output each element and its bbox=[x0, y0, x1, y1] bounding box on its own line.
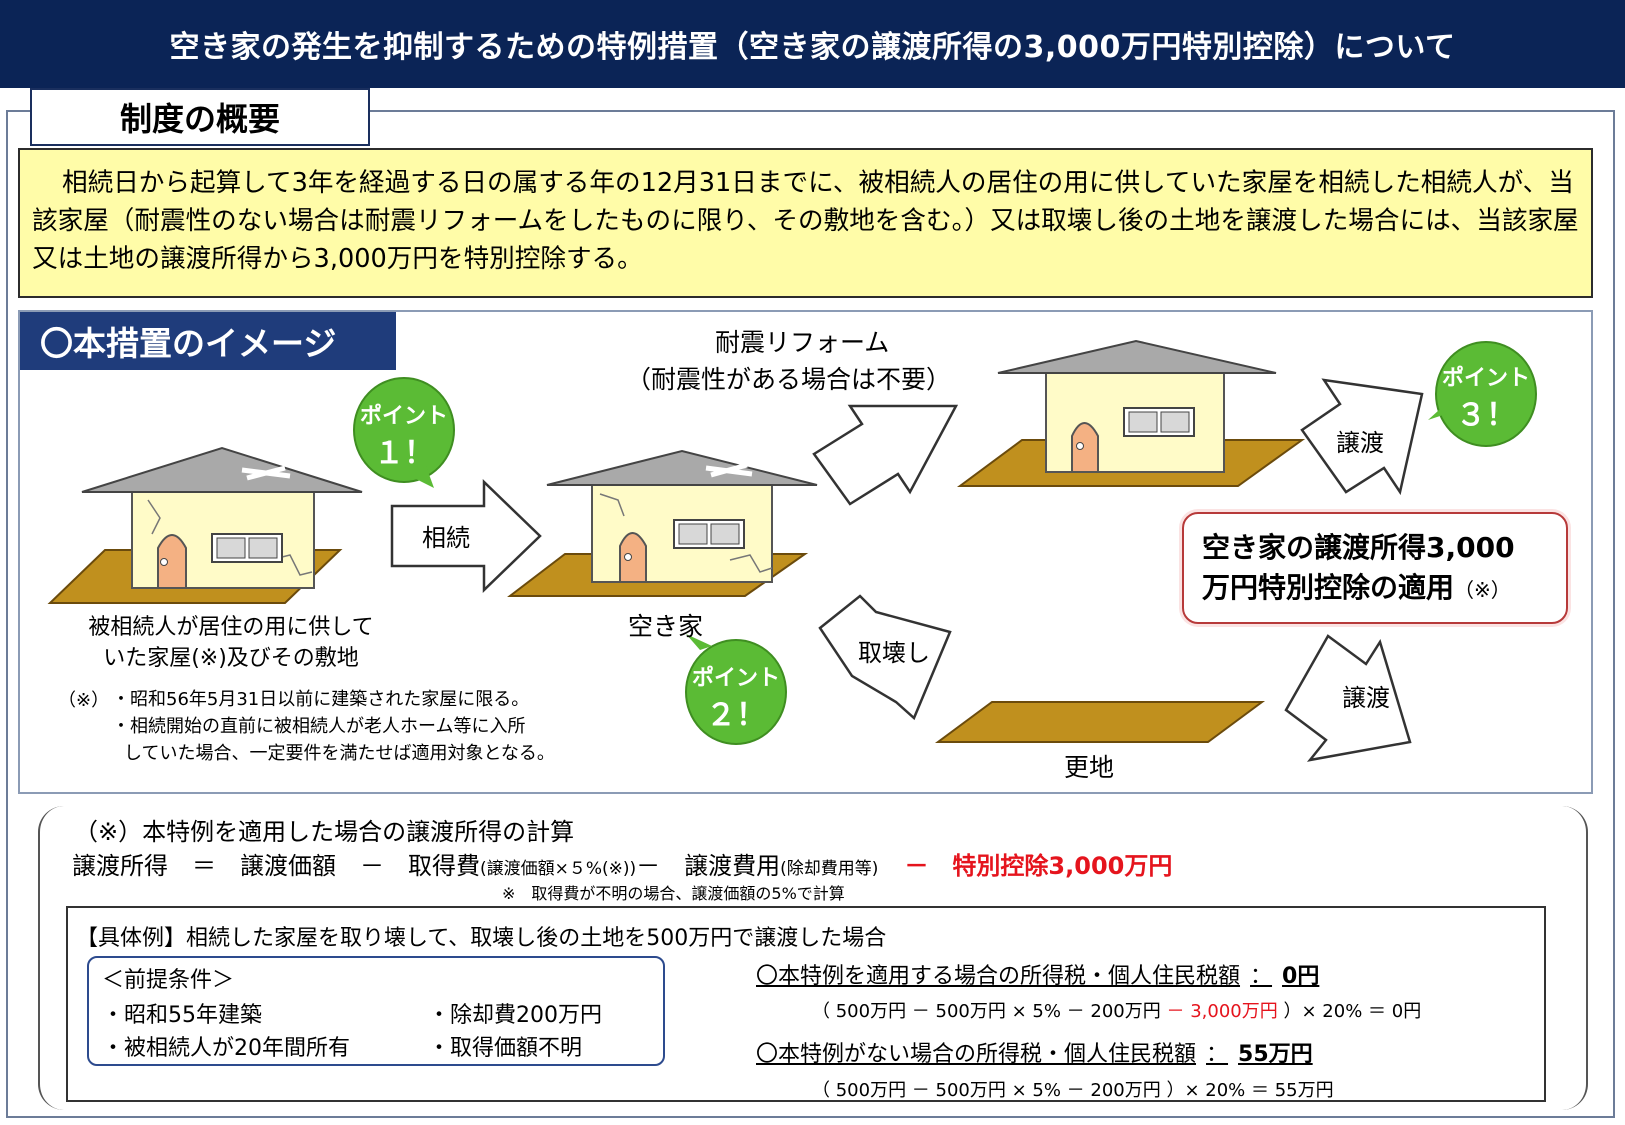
formula-part1: 譲渡所得 ＝ 譲渡価額 － 取得費 bbox=[72, 852, 480, 880]
title-bar: 空き家の発生を抑制するための特例措置（空き家の譲渡所得の3,000万円特別控除）… bbox=[0, 0, 1625, 88]
conditions-box bbox=[87, 956, 665, 1066]
example-box bbox=[66, 906, 1546, 1102]
door-knob bbox=[1076, 442, 1084, 450]
with-special-label-text: 〇本特例を適用する場合の所得税・個人住民税額 bbox=[756, 964, 1241, 989]
point-bubble-1 bbox=[353, 377, 455, 488]
without-special-label: 〇本特例がない場合の所得税・個人住民税額 ： 55万円 bbox=[756, 1036, 1313, 1068]
door-knob bbox=[624, 553, 632, 561]
formula-acquisition-note: (譲渡価額×５%(※)) bbox=[480, 859, 637, 879]
condition-item: ・被相続人が20年間所有 bbox=[102, 1036, 350, 1061]
point-3-label: ポイント bbox=[1441, 366, 1530, 391]
image-section-heading: 〇本措置のイメージ bbox=[20, 312, 396, 370]
result-line1: 空き家の譲渡所得3,000 bbox=[1202, 531, 1515, 564]
with-special-label: 〇本特例を適用する場合の所得税・個人住民税額 ： 0円 bbox=[756, 958, 1319, 990]
vacant-house-illustration bbox=[507, 449, 818, 597]
without-special-value: 55万円 bbox=[1238, 1042, 1313, 1067]
house-inherited-caption: 被相続人が居住の用に供して いた家屋(※)及びその敷地 bbox=[66, 612, 396, 674]
house-door bbox=[619, 532, 647, 583]
roof-damage-mark bbox=[241, 465, 291, 481]
calculation-footnote: ※ 取得費が不明の場合、譲渡価額の5%で計算 bbox=[502, 884, 845, 903]
arrow-transfer-top bbox=[1300, 378, 1424, 496]
point-bubble-2 bbox=[685, 634, 787, 745]
calculation-heading: （※）本特例を適用した場合の譲渡所得の計算 bbox=[74, 818, 575, 846]
without-special-label-text: 〇本特例がない場合の所得税・個人住民税額 bbox=[756, 1042, 1197, 1067]
point-1-number: １！ bbox=[374, 436, 434, 471]
without-special-separator: ： bbox=[1206, 1042, 1229, 1067]
with-calc-end: ）× 20% ＝ 0円 bbox=[1283, 1001, 1422, 1022]
reform-label-line1: 耐震リフォーム bbox=[715, 328, 890, 357]
scheme-diagram bbox=[47, 339, 1537, 762]
image-section-frame bbox=[18, 310, 1593, 794]
vacant-land-illustration bbox=[934, 701, 1266, 743]
arrow-reform bbox=[812, 404, 959, 506]
without-special-calc: （ 500万円 － 500万円 × 5% － 200万円 ）× 20% ＝ 55… bbox=[812, 1080, 1334, 1101]
page-title: 空き家の発生を抑制するための特例措置（空き家の譲渡所得の3,000万円特別控除）… bbox=[169, 30, 1456, 65]
arrow-inherit bbox=[390, 479, 542, 593]
arrow-inherit-label: 相続 bbox=[422, 524, 470, 552]
arrow-transfer-bottom bbox=[1284, 634, 1412, 762]
vacant-house-label: 空き家 bbox=[628, 612, 704, 641]
example-heading: 【具体例】相続した家屋を取り壊して、取壊し後の土地を500万円で譲渡した場合 bbox=[76, 926, 887, 951]
arrow-demolish-label: 取壊し bbox=[858, 639, 930, 667]
overview-body: 相続日から起算して3年を経過する日の属する年の12月31日までに、被相続人の居住… bbox=[18, 148, 1593, 298]
point-3-number: ３！ bbox=[1456, 398, 1516, 433]
note-line2: ・相続開始の直前に被相続人が老人ホーム等に入所 bbox=[112, 716, 526, 737]
note-mark: （※） bbox=[58, 690, 110, 711]
with-calc-deduction: － 3,000万円 bbox=[1166, 1001, 1278, 1022]
house-door bbox=[1071, 422, 1099, 473]
point-1-label: ポイント bbox=[359, 404, 448, 429]
wall-cracks bbox=[599, 493, 773, 573]
house-door bbox=[157, 534, 187, 589]
note-line1: ・昭和56年5月31日以前に建築された家屋に限る。 bbox=[112, 689, 530, 710]
formula-special-deduction: － 特別控除3,000万円 bbox=[904, 852, 1173, 880]
outer-frame bbox=[6, 110, 1615, 1118]
condition-item: ・昭和55年建築 bbox=[102, 1003, 262, 1028]
condition-item: ・除却費200万円 bbox=[428, 1003, 602, 1028]
with-calc-start: （ 500万円 － 500万円 × 5% － 200万円 bbox=[812, 1001, 1161, 1022]
house-inherited-caption-line2: いた家屋(※)及びその敷地 bbox=[103, 646, 359, 671]
house-inherited-illustration bbox=[47, 446, 363, 604]
point-2-number: ２！ bbox=[706, 698, 766, 733]
calculation-frame bbox=[38, 806, 1588, 1110]
roof-damage-mark bbox=[705, 462, 753, 478]
result-note: （※） bbox=[1454, 578, 1511, 602]
arrow-transfer-bottom-label: 譲渡 bbox=[1342, 684, 1390, 712]
point-bubble-3 bbox=[1428, 341, 1537, 447]
house-roof bbox=[546, 449, 818, 486]
result-line2-text: 万円特別控除の適用 bbox=[1202, 571, 1455, 604]
with-special-calc: （ 500万円 － 500万円 × 5% － 200万円 － 3,000万円 ）… bbox=[812, 997, 1421, 1023]
point-2-label: ポイント bbox=[691, 666, 780, 691]
conditions-title: ＜前提条件＞ bbox=[102, 968, 235, 993]
result-line2: 万円特別控除の適用（※） bbox=[1202, 568, 1566, 610]
house-roof bbox=[81, 446, 363, 493]
result-box: 空き家の譲渡所得3,000 万円特別控除の適用（※） bbox=[1182, 512, 1568, 624]
door-knob bbox=[160, 558, 168, 566]
note-line3: していた場合、一定要件を満たせば適用対象となる。 bbox=[124, 743, 555, 764]
reform-label-line2: （耐震性がある場合は不要） bbox=[626, 365, 952, 394]
with-special-separator: ： bbox=[1250, 964, 1273, 989]
calculation-formula: 譲渡所得 ＝ 譲渡価額 － 取得費(譲渡価額×５%(※))－ 譲渡費用(除却費用… bbox=[72, 846, 1172, 881]
formula-part2: － 譲渡費用 bbox=[636, 852, 781, 880]
formula-expense-note: (除却費用等) bbox=[780, 859, 879, 879]
condition-item: ・取得価額不明 bbox=[428, 1036, 583, 1061]
arrow-transfer-top-label: 譲渡 bbox=[1336, 429, 1384, 457]
overview-heading: 制度の概要 bbox=[30, 88, 370, 146]
vacant-land-label: 更地 bbox=[1064, 753, 1115, 782]
with-special-value: 0円 bbox=[1282, 964, 1320, 989]
reformed-house-illustration bbox=[956, 339, 1306, 487]
note-block: ・昭和56年5月31日以前に建築された家屋に限る。 ・相続開始の直前に被相続人が… bbox=[112, 686, 555, 767]
arrow-demolish bbox=[818, 594, 952, 721]
house-inherited-caption-line1: 被相続人が居住の用に供して bbox=[88, 615, 374, 640]
house-roof bbox=[997, 339, 1277, 374]
